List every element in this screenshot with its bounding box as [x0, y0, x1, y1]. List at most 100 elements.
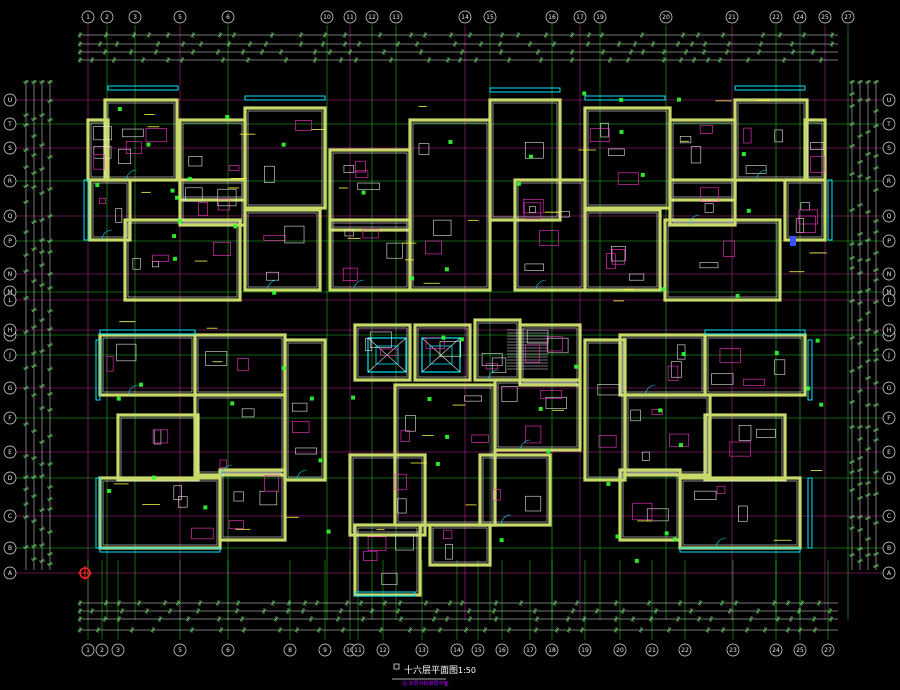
- grid-bubble-top: 22: [769, 10, 783, 24]
- dimension-slash: [261, 608, 267, 614]
- grid-bubble-circle: [882, 348, 896, 362]
- room-inner-line: [197, 337, 283, 393]
- window-strip: [95, 339, 101, 401]
- grid-bubble-label: R: [8, 178, 12, 185]
- dimension-slash: [47, 461, 53, 467]
- grid-bubble-label: 2: [100, 647, 104, 654]
- column-marker: [815, 338, 820, 343]
- grid-bubble-bottom: 1: [81, 643, 95, 657]
- grid-bubble-bottom: 23: [726, 643, 740, 657]
- room-wall-outline: [413, 323, 472, 382]
- door-swing-arc: [126, 169, 137, 181]
- grid-bubble-bottom: 6: [221, 643, 235, 657]
- caption-marker: [393, 663, 400, 670]
- room-inner-line: [352, 457, 423, 533]
- grid-bubble-label: T: [7, 121, 12, 128]
- dimension-slash: [23, 268, 29, 274]
- grid-bubble-label: H: [8, 327, 13, 334]
- dimension-slash: [632, 41, 638, 47]
- dimension-slash: [347, 49, 353, 55]
- grid-bubble-circle: [3, 209, 17, 223]
- column-marker: [318, 458, 323, 463]
- fixture-outline: [294, 120, 312, 131]
- dimension-slash: [857, 257, 863, 263]
- dimension-slash: [270, 600, 276, 606]
- dimension-slash: [586, 32, 592, 38]
- dimension-slash: [314, 600, 320, 606]
- room-inner-line: [222, 472, 283, 538]
- fixture-outline: [198, 202, 208, 216]
- dimension-slash: [356, 41, 362, 47]
- dimension-slash: [717, 57, 723, 63]
- fixture-outline: [738, 505, 748, 522]
- dimension-slash: [849, 514, 855, 520]
- grid-bubble-label: 1: [86, 14, 90, 21]
- dimension-slash: [873, 380, 879, 386]
- dimension-slash: [744, 627, 750, 633]
- fixture-outline: [152, 254, 169, 262]
- grid-bubble-left: D: [3, 471, 17, 485]
- dimension-slash: [873, 250, 879, 256]
- fixture-outline: [116, 343, 137, 362]
- grid-bubble-right: A: [882, 566, 896, 580]
- grid-bubble-label: 27: [824, 647, 832, 654]
- grid-bubble-label: 15: [474, 647, 482, 654]
- dimension-slash: [473, 57, 479, 63]
- dimension-slash: [344, 600, 350, 606]
- dimension-slash: [77, 600, 83, 606]
- dimension-slash: [47, 561, 53, 567]
- dimension-slash: [395, 608, 401, 614]
- dimension-slash: [701, 49, 707, 55]
- dimension-slash: [600, 49, 606, 55]
- room-wall-outline: [488, 98, 562, 222]
- grid-bubble-label: D: [887, 475, 892, 482]
- fixture-outline: [118, 148, 131, 164]
- fixture-outline: [810, 156, 825, 173]
- room-inner-line: [102, 337, 193, 393]
- room-inner-line: [707, 337, 803, 393]
- dimension-slash: [103, 600, 109, 606]
- grid-bubble-label: 3: [116, 647, 120, 654]
- dimension-slash: [175, 600, 181, 606]
- room-inner-line: [622, 337, 703, 393]
- grid-bubble-circle: [3, 293, 17, 307]
- door-swing-arc: [715, 537, 727, 549]
- room-inner-line: [587, 110, 668, 206]
- fixture-outline: [704, 203, 714, 213]
- dimension-slash: [97, 41, 103, 47]
- grid-bubble-circle: [81, 10, 95, 24]
- dimension-slash: [781, 57, 787, 63]
- fixture-outline: [719, 348, 741, 364]
- dimension-slash: [39, 526, 45, 532]
- fixture-outline: [132, 257, 141, 270]
- fixture-outline: [212, 241, 231, 256]
- grid-bubble-bottom: 25: [793, 643, 807, 657]
- dimension-slash: [630, 616, 636, 622]
- dimension-slash: [23, 199, 29, 205]
- column-marker: [146, 142, 151, 147]
- dimension-slash: [733, 600, 739, 606]
- dimension-slash: [865, 375, 871, 381]
- fixture-outline: [471, 434, 489, 443]
- dimension-slash: [466, 608, 472, 614]
- dimension-slash: [719, 600, 725, 606]
- dimension-slash: [865, 515, 871, 521]
- dimension-slash: [628, 49, 634, 55]
- dimension-slash: [153, 49, 159, 55]
- grid-bubble-circle: [415, 643, 429, 657]
- door-swing-arc: [221, 464, 233, 476]
- fixture-outline: [122, 128, 144, 138]
- dimension-slash: [811, 616, 817, 622]
- dimension-slash: [459, 49, 465, 55]
- dimension-slash: [195, 608, 201, 614]
- grid-bubble-circle: [320, 10, 334, 24]
- grid-bubble-right: F: [882, 411, 896, 425]
- dimension-slash: [285, 608, 291, 614]
- grid-bubble-left: H: [3, 323, 17, 337]
- room-wall-outline: [668, 178, 737, 227]
- dimension-slash: [434, 608, 440, 614]
- fixture-outline: [525, 495, 542, 512]
- grid-bubble-circle: [3, 93, 17, 107]
- blue-marker: [790, 236, 796, 246]
- dimension-slash: [23, 295, 29, 301]
